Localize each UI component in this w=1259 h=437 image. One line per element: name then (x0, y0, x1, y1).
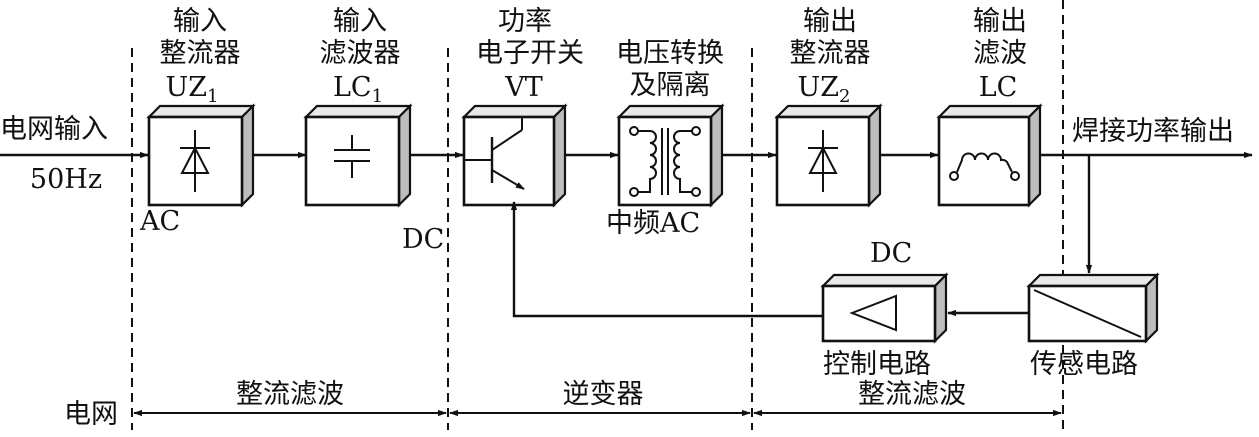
output-rectifier-title-2: 整流器 (790, 38, 871, 69)
stage-rect-filter-1-label: 整流滤波 (236, 379, 344, 410)
ac-label: AC (139, 206, 180, 237)
stage-inverter-label: 逆变器 (563, 379, 644, 410)
transformer-title-2: 及隔离 (630, 70, 711, 101)
input-rectifier-title-2: 整流器 (160, 38, 241, 69)
transformer-icon (629, 126, 701, 197)
output-rectifier-designation: UZ2 (798, 72, 851, 107)
input-filter-title-1: 输入 (333, 6, 387, 37)
feedback-dc-label: DC (870, 238, 912, 269)
power-switch-title-1: 功率 (498, 6, 552, 37)
output-filter-title-1: 输出 (973, 6, 1027, 37)
sensor-circuit-block (1026, 272, 1160, 344)
output-filter-block (936, 103, 1043, 208)
input-filter-title-2: 滤波器 (320, 38, 401, 69)
stage-grid-label: 电网 (64, 399, 118, 430)
dc-label: DC (402, 224, 444, 255)
output-rectifier-title-1: 输出 (803, 6, 857, 37)
grid-input-label: 电网输入 (0, 114, 108, 145)
capacitor-icon (334, 135, 370, 178)
input-rectifier-designation: UZ1 (166, 72, 219, 107)
diode-icon (808, 130, 838, 192)
power-switch-title-2: 电子开关 (476, 38, 584, 69)
amplifier-icon (849, 294, 897, 332)
output-filter-title-2: 滤波 (973, 38, 1027, 69)
transistor-icon (464, 117, 525, 190)
control-to-switch-arrow (510, 201, 823, 318)
stage-rect-filter-2-label: 整流滤波 (858, 379, 966, 410)
grid-freq-label: 50Hz (30, 164, 102, 195)
input-filter-designation: LC1 (333, 72, 383, 107)
sensor-circuit-label: 传感电路 (1030, 349, 1138, 380)
output-rectifier-block (774, 103, 883, 208)
input-filter-block (303, 103, 413, 208)
power-switch-designation: VT (504, 72, 543, 103)
weld-output-label: 焊接功率输出 (1072, 116, 1234, 147)
input-rectifier-block (146, 103, 256, 208)
power-switch-block (461, 103, 568, 208)
output-filter-designation: LC (979, 72, 1018, 103)
transformer-block (616, 103, 725, 208)
stage-dividers (131, 0, 1064, 430)
diode-icon (180, 130, 210, 192)
control-circuit-label: 控制电路 (823, 349, 931, 380)
input-rectifier-title-1: 输入 (173, 6, 227, 37)
sensor-icon (1033, 289, 1142, 338)
inductor-icon (949, 152, 1020, 181)
control-circuit-block (820, 272, 949, 344)
transformer-title-1: 电压转换 (616, 38, 724, 69)
mid-freq-ac-label: 中频AC (606, 208, 700, 239)
